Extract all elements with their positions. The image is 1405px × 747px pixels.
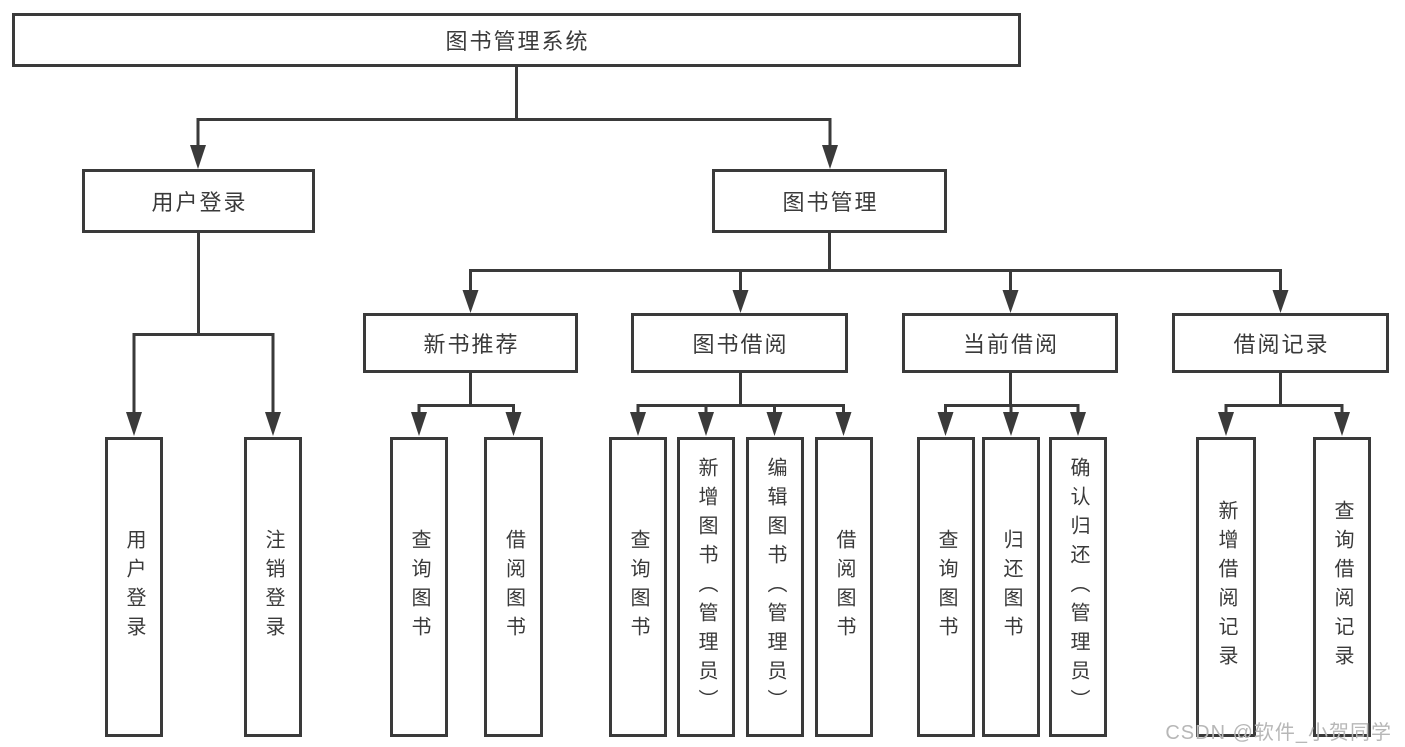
leaf-confirm-return-admin: 确认归还（管理员）: [1049, 437, 1107, 737]
node-borrowing-records: 借阅记录: [1172, 313, 1389, 373]
leaf-query-books-current: 查询图书: [917, 437, 975, 737]
node-new-book-recommendation-label: 新书推荐: [423, 332, 520, 357]
node-book-management-label: 图书管理: [782, 190, 879, 215]
leaf-edit-book-admin: 编辑图书（管理员）: [746, 437, 804, 737]
leaf-user-login: 用户登录: [105, 437, 163, 737]
leaf-return-book: 归还图书: [982, 437, 1040, 737]
node-user-login: 用户登录: [82, 169, 315, 233]
leaf-query-books-borrowing: 查询图书: [609, 437, 667, 737]
node-new-book-recommendation: 新书推荐: [363, 313, 578, 373]
node-root-label: 图书管理系统: [445, 29, 590, 54]
node-book-management: 图书管理: [712, 169, 947, 233]
leaf-query-books-recommend: 查询图书: [390, 437, 448, 737]
leaf-logout: 注销登录: [244, 437, 302, 737]
node-user-login-label: 用户登录: [151, 190, 248, 215]
node-borrowing-records-label: 借阅记录: [1233, 332, 1330, 357]
arrowheads: [126, 145, 1350, 436]
leaf-add-borrow-record: 新增借阅记录: [1196, 437, 1256, 737]
node-root: 图书管理系统: [12, 13, 1021, 67]
leaf-borrow-book: 借阅图书: [815, 437, 873, 737]
node-current-borrowing: 当前借阅: [902, 313, 1118, 373]
leaf-borrow-book-recommend: 借阅图书: [484, 437, 543, 737]
node-book-borrowing: 图书借阅: [631, 313, 848, 373]
csdn-watermark: CSDN @软件_小贺同学: [1165, 722, 1392, 744]
node-current-borrowing-label: 当前借阅: [962, 332, 1059, 357]
node-book-borrowing-label: 图书借阅: [692, 332, 789, 357]
leaf-query-borrow-record: 查询借阅记录: [1313, 437, 1371, 737]
leaf-add-book-admin: 新增图书（管理员）: [677, 437, 735, 737]
